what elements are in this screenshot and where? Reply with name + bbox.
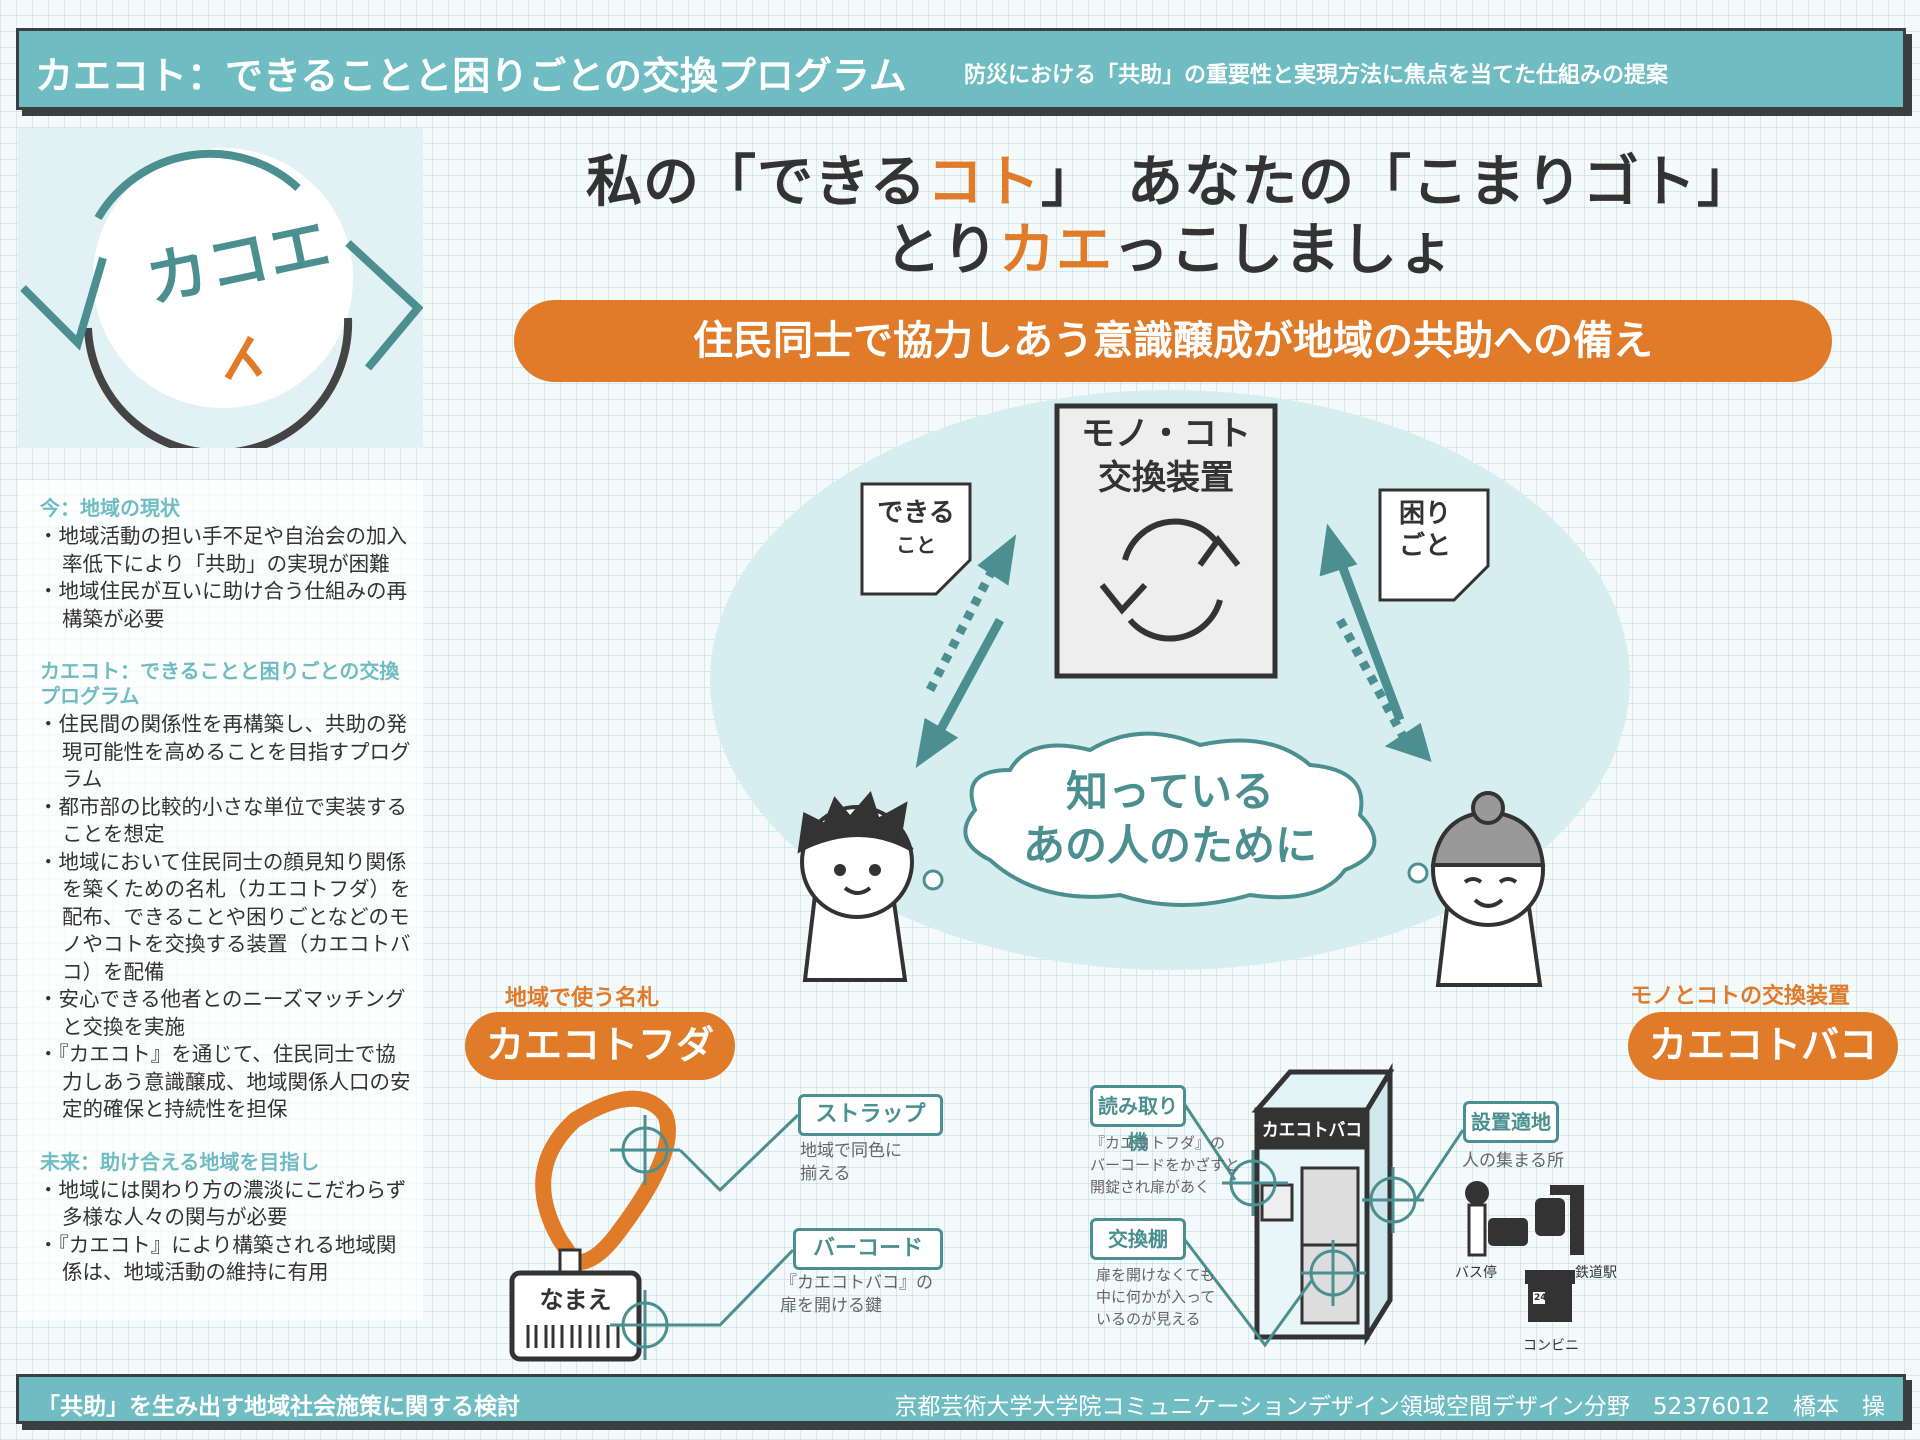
station-label: 鉄道駅 <box>1575 1265 1617 1281</box>
site-desc: 人の集まる所 <box>1462 1151 1564 1171</box>
logo-cycle-icon: カコエ ト <box>20 148 424 458</box>
desc-line: 『カエコトフダ』の <box>1090 1134 1226 1152</box>
bullet: 安心できる他者とのニーズマッチングと交換を実施 <box>38 986 413 1041</box>
banner: 住民同士で協力しあう意識醸成が地域の共助への備え <box>514 300 1832 382</box>
footer-author: 京都芸術大学大学院コミュニケーションデザイン領域空間デザイン分野 5237601… <box>894 1394 1885 1420</box>
site-label: 設置適地 <box>1463 1101 1559 1143</box>
header-bar: カエコト：できることと困りごとの交換プログラム 防災における「共助」の重要性と実… <box>16 28 1906 110</box>
cabinet-label: カエコトバコ <box>1262 1120 1362 1141</box>
desc-line: 『カエコトバコ』の <box>780 1273 933 1293</box>
kaekoto-bako-cabinet <box>1251 1063 1395 1346</box>
fuda-title: カエコトフダ <box>465 1012 735 1080</box>
note-text: こと <box>896 533 936 557</box>
bullet: 地域活動の担い手不足や自治会の加入率低下により「共助」の実現が困難 <box>38 523 413 578</box>
kaekoto-logo: カコエ ト <box>18 128 424 458</box>
bullet: 『カエコト』により構築される地域関係は、地域活動の維持に有用 <box>38 1232 413 1287</box>
convenience-store-label: コンビニ <box>1523 1338 1579 1354</box>
desc-line: 地域で同色に <box>800 1141 902 1161</box>
section-future: 未来：助け合える地域を目指し 地域には関わり方の濃淡にこだわらず多様な人々の関与… <box>28 1150 413 1287</box>
note-komari <box>1378 488 1490 602</box>
bullet: 地域住民が互いに助け合う仕組みの再構築が必要 <box>38 578 413 633</box>
exchange-arrows <box>915 523 1432 769</box>
thought-cloud <box>963 731 1377 907</box>
exchange-device <box>1054 403 1278 679</box>
name-tag-illustration <box>509 1090 676 1362</box>
desc-line: 扉を開けなくても <box>1096 1266 1215 1284</box>
headline-accent: コト <box>926 149 1041 215</box>
headline-part: っこしましょ <box>1113 217 1455 283</box>
barcode-label: バーコード <box>793 1228 943 1270</box>
note-text: ごと <box>1398 531 1451 561</box>
train-station-icon <box>1535 1185 1584 1255</box>
note-dekiru-text: できる こと <box>862 492 970 558</box>
bullet: 『カエコト』を通じて、住民同士で協力しあう意識醸成、地域関係人口の安定的確保と持… <box>38 1041 413 1124</box>
section-kaekoto: カエコト：できることと困りごとの交換プログラム 住民間の関係性を再構築し、共助の… <box>28 659 413 1124</box>
page-title: カエコト：できることと困りごとの交換プログラム <box>35 54 907 98</box>
bako-subtitle: モノとコトの交換装置 <box>1630 984 1851 1009</box>
cloud-line: あの人のために <box>1022 821 1317 870</box>
cloud-line: 知っている <box>1066 767 1274 816</box>
section-heading: カエコト：できることと困りごとの交換プログラム <box>40 659 400 708</box>
note-text: できる <box>877 498 955 528</box>
headline-part: 」 あなたの「こまりゴト」 <box>1040 149 1754 215</box>
place-icons <box>1465 1181 1584 1322</box>
bus-stop-label: バス停 <box>1455 1265 1497 1281</box>
barcode-desc: 『カエコトバコ』の扉を開ける鍵 <box>780 1272 933 1318</box>
store-sign: 24 <box>1534 1293 1547 1303</box>
footer-bar: 「共助」を生み出す地域社会施策に関する検討 京都芸術大学大学院コミュニケーション… <box>16 1374 1906 1424</box>
device-label: モノ・コト 交換装置 <box>1057 412 1275 500</box>
desc-line: 中に何かが入って <box>1096 1288 1216 1306</box>
headline-part: とり <box>885 217 999 283</box>
device-label-line: モノ・コト <box>1081 414 1251 454</box>
desc-line: いるのが見える <box>1096 1310 1201 1328</box>
fuda-subtitle: 地域で使う名札 <box>505 986 660 1011</box>
main-headline: 私の「できるコト」 あなたの「こまりゴト」 とりカエっこしましょ <box>480 148 1860 284</box>
person-young-icon <box>797 791 914 982</box>
bako-title: カエコトバコ <box>1628 1012 1898 1080</box>
desc-line: バーコードをかざすと <box>1090 1156 1241 1174</box>
note-komari-text: 困り ごと <box>1380 498 1470 562</box>
shelf-label: 交換棚 <box>1090 1218 1186 1260</box>
callout-lines <box>610 1113 800 1360</box>
section-heading: 今：地域の現状 <box>40 496 180 520</box>
convenience-store-icon <box>1525 1270 1575 1322</box>
strap-label: ストラップ <box>798 1094 943 1136</box>
cloud-text: 知っている あの人のために <box>975 765 1365 873</box>
headline-accent: カエ <box>999 217 1113 283</box>
name-tag-text: なまえ <box>539 1286 612 1314</box>
section-heading: 未来：助け合える地域を目指し <box>40 1149 320 1174</box>
note-dekiru <box>860 482 972 596</box>
bus-stop-icon <box>1465 1181 1528 1257</box>
section-now: 今：地域の現状 地域活動の担い手不足や自治会の加入率低下により「共助」の実現が困… <box>28 496 413 633</box>
bullet: 住民間の関係性を再構築し、共助の発現可能性を高めることを目指すプログラム <box>38 711 413 794</box>
reader-label: 読み取り機 <box>1090 1085 1186 1154</box>
shelf-desc: 扉を開けなくても中に何かが入っているのが見える <box>1096 1264 1215 1330</box>
page-subtitle: 防災における「共助」の重要性と実現方法に焦点を当てた仕組みの提案 <box>964 63 1669 88</box>
desc-line: 揃える <box>800 1164 851 1184</box>
footer-title: 「共助」を生み出す地域社会施策に関する検討 <box>37 1394 520 1420</box>
left-text-panel: 今：地域の現状 地域活動の担い手不足や自治会の加入率低下により「共助」の実現が困… <box>18 480 423 1320</box>
cycle-arrow-icon <box>1122 518 1218 561</box>
reader-desc: 『カエコトフダ』のバーコードをかざすと開錠され扉があく <box>1090 1132 1240 1198</box>
bullet: 都市部の比較的小さな単位で実装することを想定 <box>38 794 413 849</box>
headline-part: 私の「できる <box>586 149 927 215</box>
callout-lines-right <box>1183 1104 1465 1348</box>
person-elder-icon <box>1430 791 1546 987</box>
note-text: 困り <box>1398 499 1451 529</box>
strap-desc: 地域で同色に揃える <box>800 1140 902 1186</box>
bullet: 地域において住民同士の顔見知り関係を築くための名札（カエコトフダ）を配布、できる… <box>38 849 413 987</box>
desc-line: 開錠され扉があく <box>1090 1178 1211 1196</box>
device-label-line: 交換装置 <box>1098 458 1234 498</box>
bullet: 地域には関わり方の濃淡にこだわらず多様な人々の関与が必要 <box>38 1177 413 1232</box>
desc-line: 扉を開ける鍵 <box>780 1296 882 1316</box>
